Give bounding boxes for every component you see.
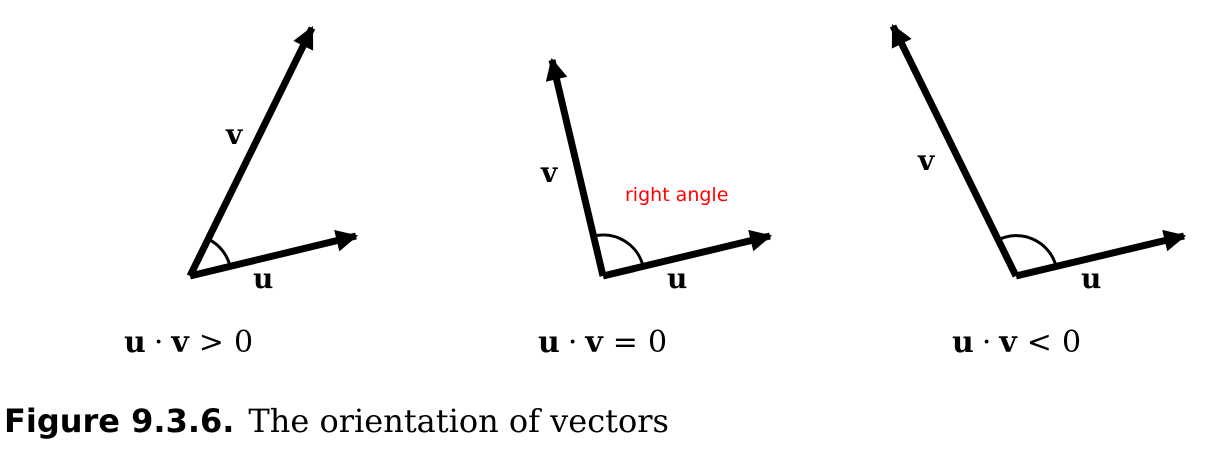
vector-u-label: u	[1081, 262, 1101, 295]
panel-obtuse: v u u·v<0	[889, 24, 1187, 360]
angle-arc	[207, 237, 232, 267]
vector-u	[189, 229, 359, 280]
dot-product-formula: u·v=0	[538, 325, 667, 360]
vector-v	[545, 57, 607, 277]
vector-u-label: u	[667, 262, 687, 295]
vector-v-label: v	[917, 144, 935, 177]
figure-caption: Figure 9.3.6. The orientation of vectors	[4, 402, 669, 440]
vector-v	[889, 24, 1020, 278]
angle-arc	[997, 234, 1058, 267]
vector-v-label: v	[225, 118, 243, 151]
vector-u	[602, 229, 773, 280]
vector-v-label: v	[540, 156, 558, 189]
vector-u-label: u	[253, 262, 273, 295]
dot-product-formula: u·v>0	[124, 325, 253, 360]
figure-number: Figure 9.3.6.	[4, 402, 235, 440]
angle-arc	[593, 233, 645, 267]
dot-product-formula: u·v<0	[952, 325, 1081, 360]
right-angle-annotation: right angle	[625, 184, 728, 206]
vector-u	[1015, 229, 1187, 280]
panel-acute: v u u·v>0	[124, 26, 359, 360]
panel-right: v u right angle u·v=0	[538, 57, 773, 360]
figure-caption-text: The orientation of vectors	[248, 402, 669, 440]
vector-v	[186, 26, 316, 278]
